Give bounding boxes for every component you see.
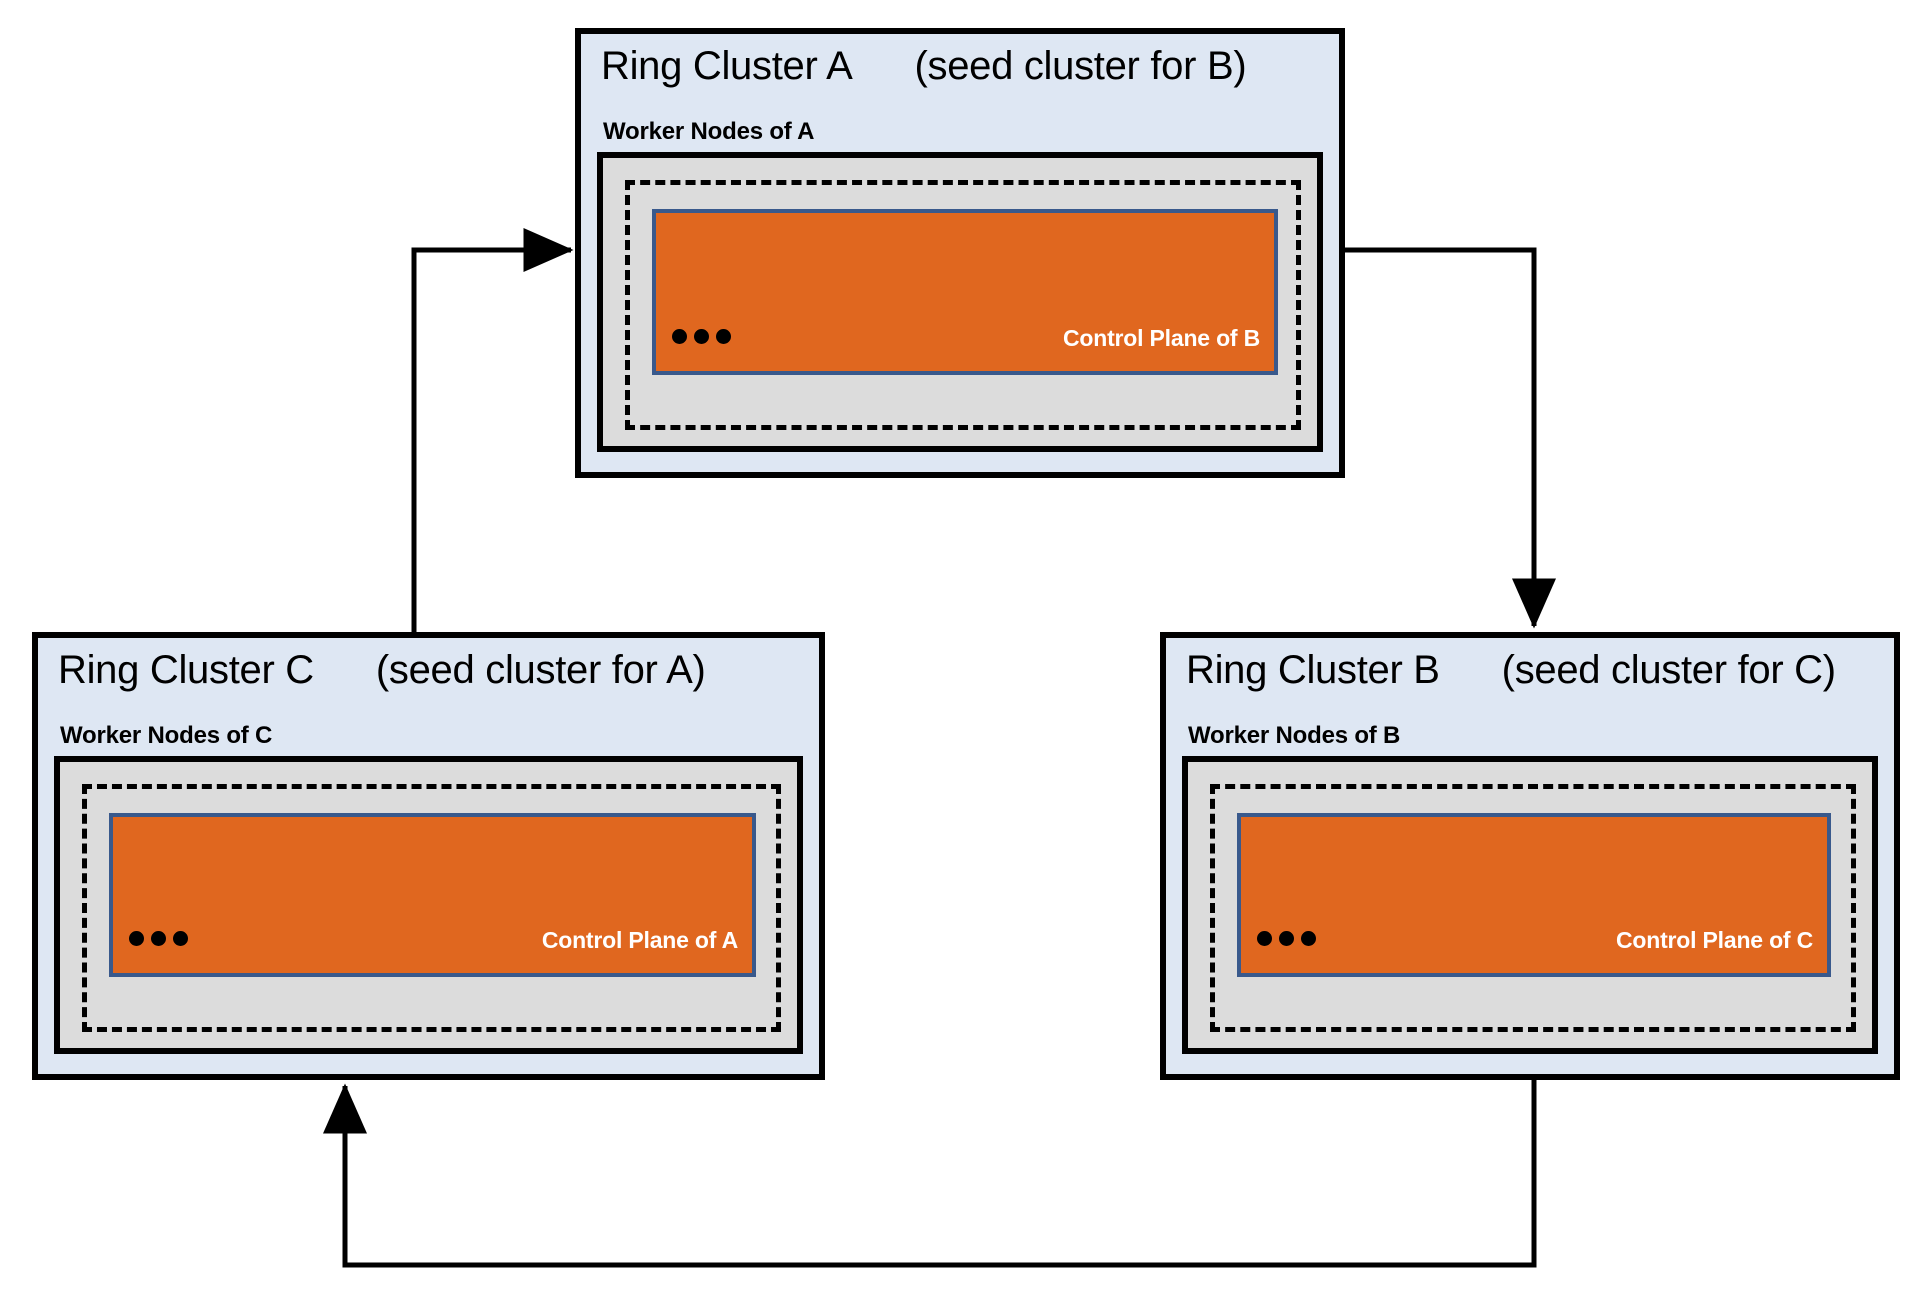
cluster-c-ellipsis-dots (129, 931, 188, 946)
cluster-a-title: Ring Cluster A (seed cluster for B) (601, 44, 1247, 89)
cluster-b-control-plane-label: Control Plane of C (1615, 927, 1813, 953)
cluster-b[interactable]: Ring Cluster B (seed cluster for C) Work… (1160, 632, 1900, 1080)
cluster-a-ellipsis-dots (672, 329, 731, 344)
cluster-b-name: Ring Cluster B (1186, 648, 1440, 692)
cluster-c-control-plane[interactable]: Control Plane of A (109, 813, 756, 977)
arrow-a-to-b (1345, 247, 1556, 629)
cluster-a-seed-note: (seed cluster for B) (914, 44, 1247, 88)
cluster-c-dashed-boundary: Control Plane of A (82, 784, 781, 1032)
cluster-a[interactable]: Ring Cluster A (seed cluster for B) Work… (575, 28, 1345, 478)
cluster-c-worker-label: Worker Nodes of C (60, 722, 273, 749)
cluster-b-title: Ring Cluster B (seed cluster for C) (1186, 648, 1836, 693)
cluster-c-seed-note: (seed cluster for A) (375, 648, 706, 692)
cluster-a-dashed-boundary: Control Plane of B (625, 180, 1301, 430)
cluster-c-name: Ring Cluster C (58, 648, 314, 692)
cluster-c-worker-box: Control Plane of A (54, 756, 803, 1054)
cluster-a-control-plane[interactable]: Control Plane of B (652, 209, 1278, 375)
cluster-b-control-plane[interactable]: Control Plane of C (1237, 813, 1831, 977)
cluster-a-name: Ring Cluster A (601, 44, 853, 88)
cluster-b-seed-note: (seed cluster for C) (1501, 648, 1836, 692)
cluster-a-control-plane-label: Control Plane of B (1062, 325, 1260, 351)
cluster-a-worker-box: Control Plane of B (597, 152, 1323, 452)
cluster-c[interactable]: Ring Cluster C (seed cluster for A) Work… (32, 632, 825, 1080)
cluster-b-worker-box: Control Plane of C (1182, 756, 1878, 1054)
cluster-b-worker-label: Worker Nodes of B (1188, 722, 1401, 749)
cluster-c-control-plane-label: Control Plane of A (541, 927, 738, 953)
arrow-c-to-a (411, 228, 574, 632)
cluster-b-dashed-boundary: Control Plane of C (1210, 784, 1856, 1032)
arrow-b-to-c (323, 1080, 1537, 1268)
cluster-a-worker-label: Worker Nodes of A (603, 118, 815, 145)
cluster-b-ellipsis-dots (1257, 931, 1316, 946)
cluster-c-title: Ring Cluster C (seed cluster for A) (58, 648, 706, 693)
